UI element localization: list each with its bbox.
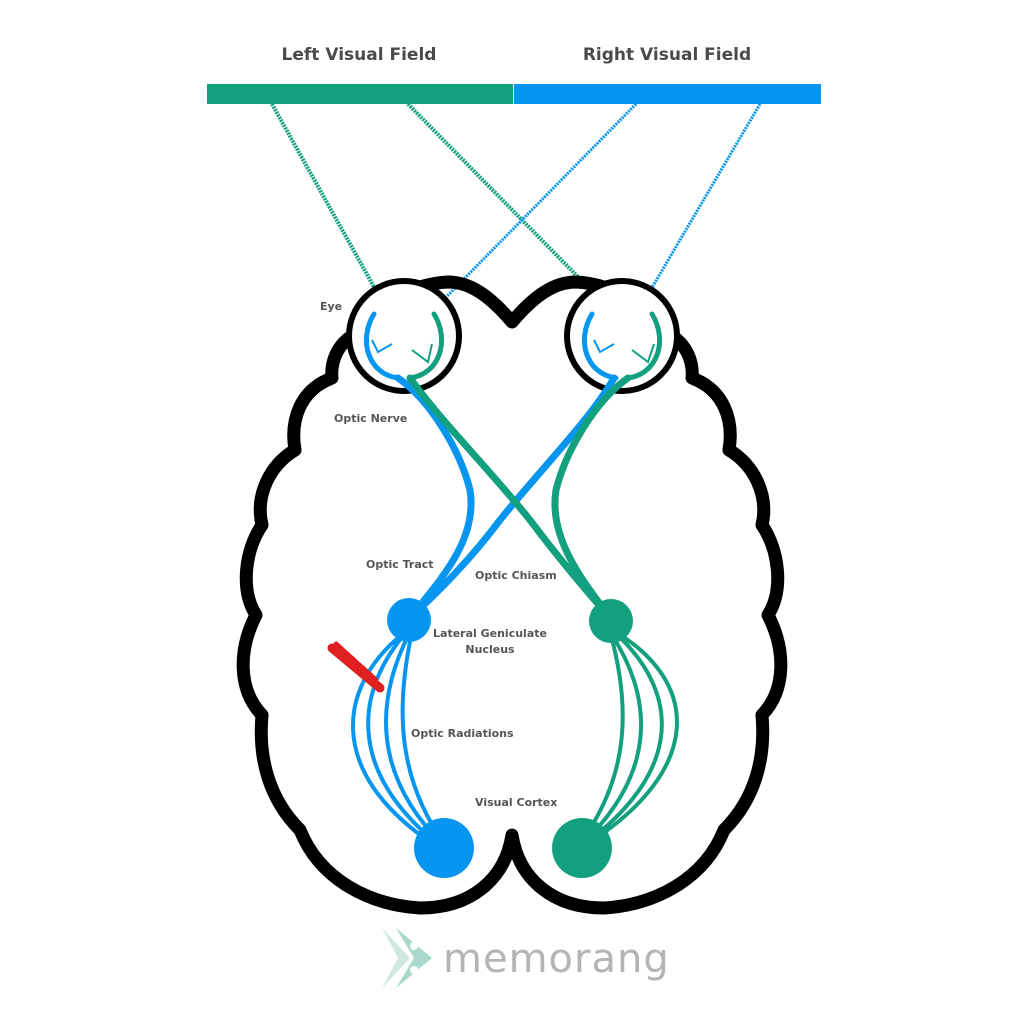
ray-right-field-to-left-eye <box>400 102 638 344</box>
right-visual-cortex <box>552 818 612 878</box>
left-optic-radiations <box>351 628 448 848</box>
left-eye-retina-nasal <box>407 311 445 381</box>
logo-dot-bottom <box>410 966 418 974</box>
ray-right-field-to-right-eye <box>618 103 762 343</box>
lesion-stroke-b <box>333 641 379 683</box>
lesion-stroke-a <box>327 643 385 693</box>
label-optic-tract: Optic Tract <box>366 558 434 571</box>
left-radiation-innermost <box>400 631 448 848</box>
label-eye: Eye <box>320 300 342 313</box>
right-optic-radiations <box>576 628 679 848</box>
right-visual-field-title: Right Visual Field <box>583 45 751 65</box>
memorang-logo: memorang <box>382 928 670 988</box>
right-radiation-outer <box>582 628 679 848</box>
right-lateral-geniculate-nucleus <box>589 599 633 643</box>
left-visual-field-title: Left Visual Field <box>282 45 437 65</box>
optic-pathways <box>394 374 632 624</box>
right-eye <box>564 278 680 394</box>
label-optic-radiations: Optic Radiations <box>411 727 514 740</box>
left-visual-cortex <box>414 818 474 878</box>
label-lgn-line2: Nucleus <box>465 643 515 656</box>
right-radiation-innermost <box>576 631 625 848</box>
right-eye-retina-nasal <box>581 311 619 381</box>
left-eye-image-blue <box>371 339 393 354</box>
left-eye <box>346 278 462 394</box>
label-lgn-line1: Lateral Geniculate <box>433 627 547 640</box>
left-radiation-outer <box>351 628 438 848</box>
left-eye-image-green <box>411 343 433 364</box>
brain-outline <box>236 275 788 915</box>
right-radiation-middle <box>580 628 664 848</box>
left-eye-ball <box>346 278 462 394</box>
left-eye-retina-temporal <box>363 311 401 381</box>
left-radiation-middle <box>366 628 442 848</box>
left-optic-nerve-ipsilateral <box>394 374 475 622</box>
left-visual-field-bar <box>207 84 513 104</box>
right-eye-image-green <box>631 343 655 364</box>
memorang-logo-icon <box>382 928 432 988</box>
left-radiation-inner <box>384 631 446 848</box>
brand-name: memorang <box>443 936 670 982</box>
ray-left-field-to-right-eye <box>406 102 642 342</box>
right-visual-field-bar <box>514 84 821 104</box>
left-lateral-geniculate-nucleus <box>387 598 431 642</box>
label-optic-nerve: Optic Nerve <box>334 412 407 425</box>
lesion-mark <box>327 641 385 693</box>
label-visual-cortex: Visual Cortex <box>475 796 557 809</box>
right-eye-ball <box>564 278 680 394</box>
right-eye-retina-temporal <box>625 311 663 381</box>
right-radiation-inner <box>578 630 643 848</box>
label-optic-chiasm: Optic Chiasm <box>475 569 557 582</box>
logo-dot-top <box>410 942 418 950</box>
logo-chevron-front <box>396 928 432 988</box>
logo-chevron-back <box>382 928 410 988</box>
right-eye-image-blue <box>593 339 615 354</box>
right-optic-nerve-ipsilateral <box>551 374 632 624</box>
